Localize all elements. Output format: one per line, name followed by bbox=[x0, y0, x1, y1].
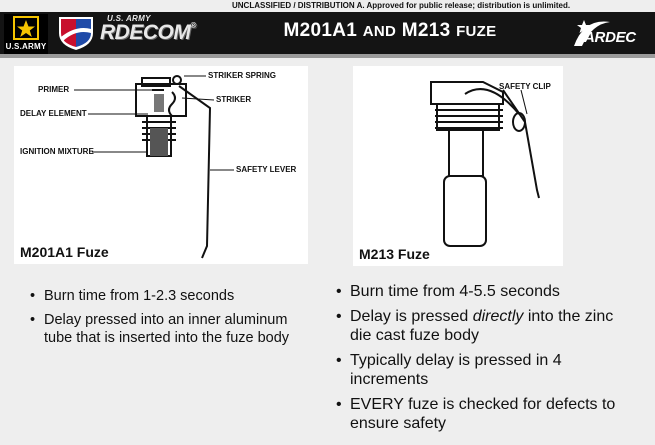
rdecom-wordmark: RDECOM® bbox=[100, 21, 196, 45]
m213-bullet-list: Burn time from 4-5.5 seconds Delay is pr… bbox=[336, 282, 636, 439]
army-logo-label: U.S.ARMY bbox=[5, 42, 47, 51]
label-primer: PRIMER bbox=[38, 85, 70, 94]
bullet-item: EVERY fuze is checked for defects to ens… bbox=[336, 395, 636, 433]
m201a1-caption: M201A1 Fuze bbox=[20, 244, 109, 260]
m201a1-fuze-diagram: PRIMER DELAY ELEMENT IGNITION MIXTURE ST… bbox=[14, 66, 308, 264]
army-star-icon bbox=[13, 16, 39, 40]
bullet-text: into the zinc die cast fuze body bbox=[350, 308, 614, 344]
bullet-item: Typically delay is pressed in 4 incremen… bbox=[336, 351, 636, 389]
m213-fuze-diagram: SAFETY CLIP M213 Fuze bbox=[353, 66, 563, 266]
bullet-text: Delay is pressed bbox=[350, 308, 473, 325]
label-safety-clip: SAFETY CLIP bbox=[499, 82, 551, 91]
bullet-emphasis: directly bbox=[472, 308, 524, 325]
top-banner-bar: UNCLASSIFIED / DISTRIBUTION A. Approved … bbox=[0, 0, 655, 12]
label-striker-spring: STRIKER SPRING bbox=[208, 71, 277, 80]
bullet-text: Typically delay is pressed in 4 incremen… bbox=[350, 352, 562, 388]
bullet-text: EVERY fuze is checked for defects to ens… bbox=[350, 396, 616, 432]
slide-title: M201A1 AND M213 FUZE bbox=[240, 20, 540, 42]
m201a1-fuze-drawing bbox=[74, 75, 234, 259]
rdecom-shield-icon bbox=[59, 17, 93, 50]
bullet-item: Delay pressed into an inner aluminum tub… bbox=[30, 311, 310, 347]
label-delay-element: DELAY ELEMENT bbox=[20, 109, 87, 118]
rdecom-wordmark-text: RDECOM bbox=[100, 21, 191, 44]
bullet-item: Burn time from 1-2.3 seconds bbox=[30, 287, 310, 305]
us-army-logo: U.S.ARMY bbox=[4, 14, 48, 54]
ardec-logo: ARDEC bbox=[570, 16, 652, 52]
m213-caption: M213 Fuze bbox=[359, 246, 430, 262]
classification-banner: UNCLASSIFIED / DISTRIBUTION A. Approved … bbox=[232, 1, 571, 10]
label-safety-lever: SAFETY LEVER bbox=[236, 165, 297, 174]
rdecom-subtitle: U.S. ARMY bbox=[107, 14, 151, 23]
header-accent-stripe bbox=[0, 54, 655, 58]
title-part1: M201A1 bbox=[283, 20, 358, 41]
label-ignition-mixture: IGNITION MIXTURE bbox=[20, 147, 94, 156]
m201a1-bullet-list: Burn time from 1-2.3 seconds Delay press… bbox=[30, 287, 310, 353]
label-striker: STRIKER bbox=[216, 95, 252, 104]
title-fuze: FUZE bbox=[456, 23, 497, 40]
ardec-swoosh-icon bbox=[574, 20, 610, 46]
ardec-logo-text: ARDEC bbox=[584, 29, 636, 46]
bullet-item: Burn time from 4-5.5 seconds bbox=[336, 282, 636, 301]
m213-fuze-drawing bbox=[430, 81, 540, 247]
title-part2: M213 bbox=[401, 20, 451, 41]
rdecom-registered-mark: ® bbox=[190, 21, 196, 30]
bullet-item: Delay is pressed directly into the zinc … bbox=[336, 307, 636, 345]
title-and: AND bbox=[362, 23, 397, 40]
slide-header: U.S.ARMY U.S. ARMY RDECOM® M201A1 AND M2… bbox=[0, 12, 655, 54]
bullet-text: Burn time from 4-5.5 seconds bbox=[350, 283, 560, 300]
